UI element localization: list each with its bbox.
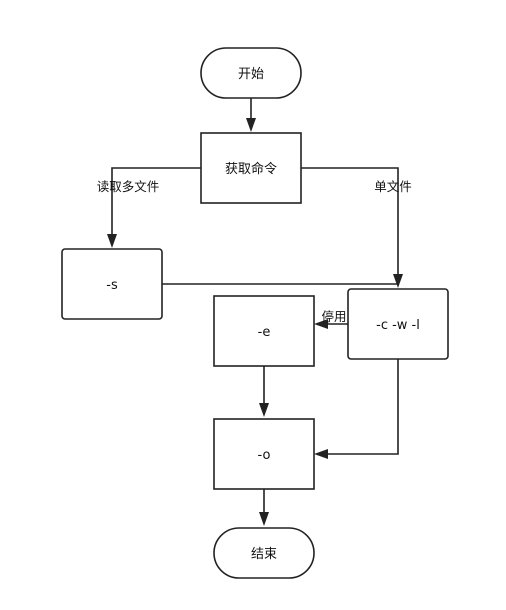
arrowhead-get-command bbox=[246, 118, 256, 132]
arrowhead-o-top bbox=[259, 403, 269, 417]
s-node bbox=[61, 248, 163, 320]
start-label: 开始 bbox=[238, 67, 264, 82]
edge-cwl-to-o bbox=[326, 359, 399, 455]
edge-get-command-to-cwl bbox=[301, 167, 399, 276]
end-node bbox=[213, 527, 315, 579]
disable-edge-label: 停用 bbox=[321, 309, 346, 324]
arrowhead-end bbox=[259, 512, 269, 526]
edge-get-command-to-s bbox=[111, 167, 201, 236]
s-label: -s bbox=[106, 278, 118, 293]
arrowhead-s bbox=[107, 234, 117, 248]
start-node bbox=[200, 47, 302, 99]
arrowhead-e bbox=[314, 319, 328, 329]
cwl-node bbox=[347, 288, 449, 360]
single-file-edge-label: 单文件 bbox=[374, 179, 412, 194]
arrowhead-cwl bbox=[393, 274, 403, 288]
o-node bbox=[213, 418, 315, 490]
e-label: -e bbox=[258, 325, 271, 340]
get-command-label: 获取命令 bbox=[225, 161, 277, 177]
multi-file-edge-label: 读取多文件 bbox=[97, 179, 160, 194]
get-command-node bbox=[200, 132, 302, 204]
cwl-label: -c -w -l bbox=[376, 318, 420, 333]
o-label: -o bbox=[258, 448, 271, 463]
end-label: 结束 bbox=[251, 547, 277, 562]
e-node bbox=[213, 295, 315, 367]
arrowhead-o-right bbox=[314, 449, 328, 459]
